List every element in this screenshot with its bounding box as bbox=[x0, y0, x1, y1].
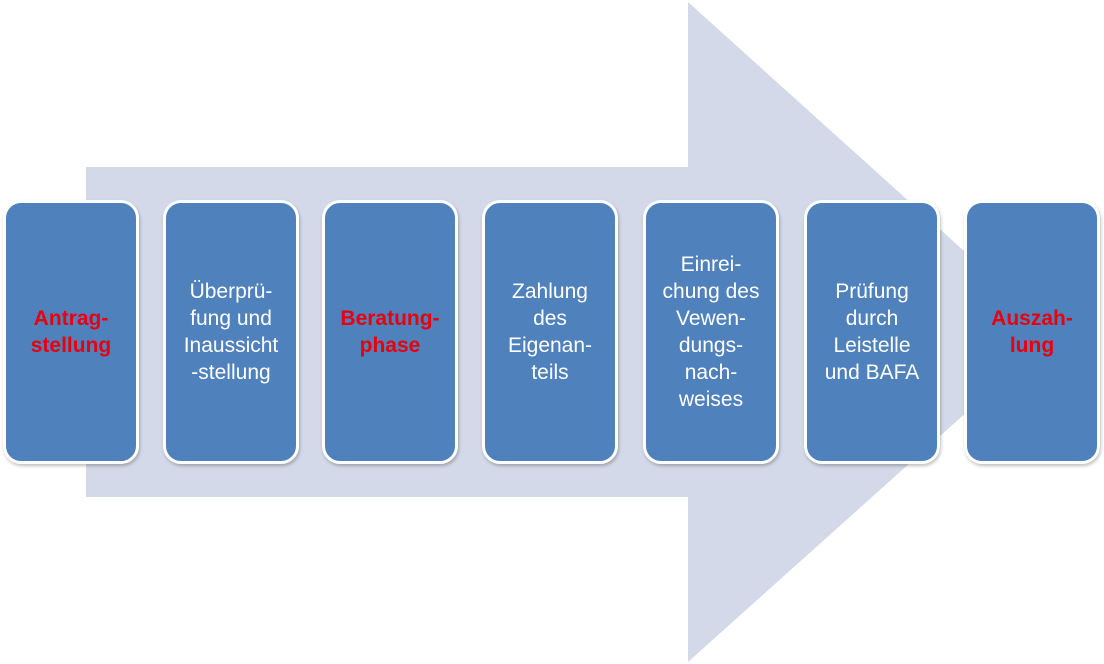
step-label: Beratung- phase bbox=[340, 307, 440, 357]
step-label: Antrag- stellung bbox=[30, 307, 112, 357]
step-box-antragstellung: Antrag- stellung bbox=[3, 200, 139, 464]
step-label: Zahlung des Eigenan- teils bbox=[507, 280, 593, 384]
step-box-auszahlung: Auszah- lung bbox=[964, 200, 1100, 464]
step-box-pruefung-bafa: Prüfung durch Leistelle und BAFA bbox=[804, 200, 940, 464]
step-label: Auszah- lung bbox=[991, 307, 1073, 357]
step-label: Einrei- chung des Vewen- dungs- nach- we… bbox=[662, 253, 760, 411]
step-label: Überprü- fung und Inaussicht -stellung bbox=[183, 280, 279, 384]
step-box-verwendungsnachweis: Einrei- chung des Vewen- dungs- nach- we… bbox=[643, 200, 779, 464]
step-box-zahlung-eigenanteil: Zahlung des Eigenan- teils bbox=[482, 200, 618, 464]
step-box-ueberpruefung: Überprü- fung und Inaussicht -stellung bbox=[163, 200, 299, 464]
step-label: Prüfung durch Leistelle und BAFA bbox=[824, 280, 920, 384]
step-box-beratungsphase: Beratung- phase bbox=[322, 200, 458, 464]
